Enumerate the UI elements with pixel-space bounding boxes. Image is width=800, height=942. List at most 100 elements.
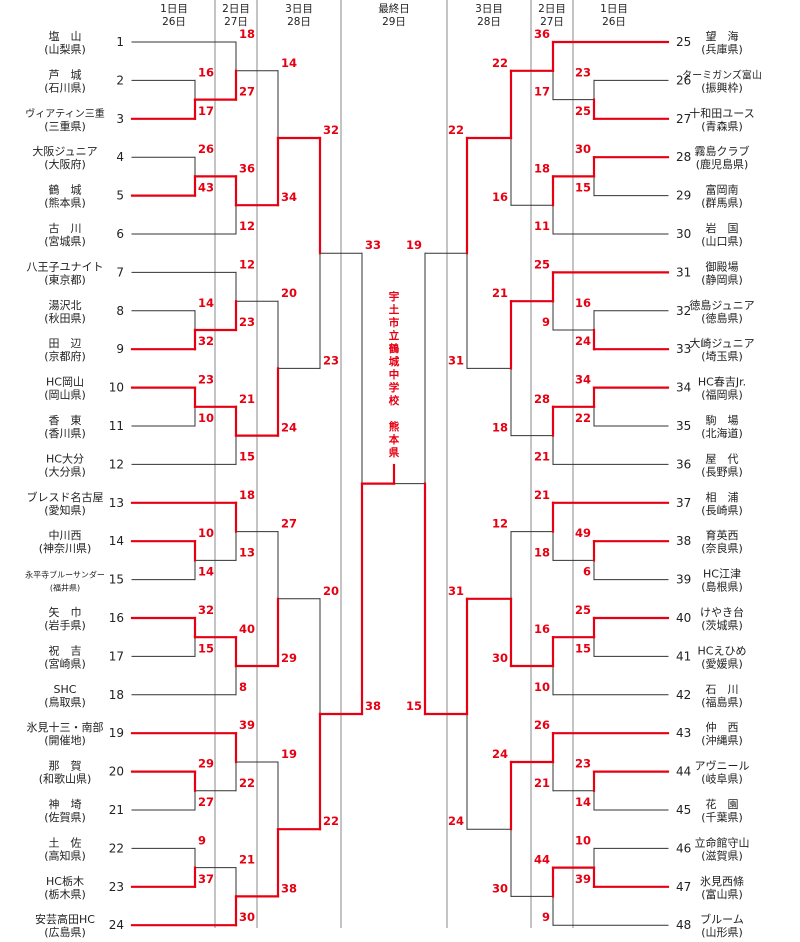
- scores: 1617182726433612143212232310211510141813…: [198, 27, 591, 924]
- team-number: 35: [676, 419, 691, 433]
- team-prefecture: (埼玉県): [701, 349, 743, 363]
- team-number: 20: [109, 765, 124, 779]
- column-header-line1: 1日目: [600, 3, 628, 15]
- team-prefecture: (長野県): [701, 465, 743, 478]
- match-score: 23: [198, 373, 214, 387]
- match-score: 21: [239, 853, 255, 867]
- team-name: HC江津: [703, 568, 741, 581]
- team-entry: SHC(鳥取県)18: [44, 683, 124, 709]
- team-prefecture: (京都府): [44, 349, 86, 363]
- team-prefecture: (滋賀県): [701, 849, 743, 862]
- match-score: 12: [239, 257, 255, 271]
- team-prefecture: (熊本県): [44, 196, 86, 210]
- team-prefecture: (栃木県): [44, 887, 86, 901]
- team-prefecture: (福岡県): [701, 388, 743, 402]
- team-entry: ブルーム(山形県)48: [676, 912, 744, 939]
- team-prefecture: (群馬県): [701, 196, 743, 210]
- team-number: 6: [116, 227, 124, 241]
- match-score: 10: [534, 680, 550, 694]
- team-number: 40: [676, 611, 691, 625]
- column-header-line2: 26日: [162, 16, 186, 28]
- match-score: 12: [239, 219, 255, 233]
- team-entry: 矢 巾(岩手県)16: [44, 605, 124, 632]
- match-score: 15: [575, 181, 591, 195]
- champion-char: 学: [389, 381, 400, 394]
- match-score: 10: [198, 526, 214, 540]
- team-number: 12: [109, 457, 124, 471]
- match-score: 28: [534, 392, 550, 406]
- match-score: 32: [198, 334, 214, 348]
- match-score: 24: [448, 814, 464, 828]
- team-prefecture: (島根県): [701, 580, 743, 594]
- team-name: 矢 巾: [49, 605, 82, 619]
- team-number: 15: [109, 573, 124, 587]
- team-entry: 祝 吉(宮崎県)17: [44, 643, 124, 670]
- team-number: 46: [676, 841, 691, 855]
- match-score: 18: [534, 161, 550, 175]
- match-score: 24: [281, 421, 297, 435]
- match-score: 17: [534, 85, 550, 99]
- team-prefecture: (和歌山県): [39, 772, 92, 786]
- team-prefecture: (富山県): [701, 887, 743, 901]
- team-entry: HC栃木(栃木県)23: [44, 874, 124, 901]
- column-header-line2: 28日: [477, 16, 501, 28]
- team-entry: ブレスド名古屋(愛知県)13: [27, 490, 125, 517]
- team-entry: HC大分(大分県)12: [44, 451, 124, 478]
- team-name: 石 川: [706, 683, 739, 696]
- team-number: 17: [109, 649, 124, 663]
- column-header-line1: 2日目: [222, 3, 250, 15]
- team-entry: 八王子ユナイト(東京都)7: [27, 260, 125, 286]
- team-number: 21: [109, 803, 124, 817]
- match-score: 18: [239, 27, 255, 41]
- match-score: 31: [448, 353, 464, 367]
- team-number: 28: [676, 150, 691, 164]
- team-number: 37: [676, 496, 691, 510]
- team-prefecture: (奈良県): [701, 541, 743, 555]
- team-prefecture: (佐賀県): [44, 810, 86, 824]
- team-name: 岩 国: [706, 221, 739, 235]
- team-number: 48: [676, 918, 691, 932]
- match-score: 23: [239, 315, 255, 329]
- champion-char: 城: [389, 355, 400, 368]
- match-score: 16: [534, 622, 550, 636]
- team-number: 30: [676, 227, 691, 241]
- team-name: 望 海: [706, 29, 739, 43]
- team-prefecture: (振興枠): [701, 80, 743, 94]
- team-prefecture: (宮崎県): [44, 656, 86, 670]
- team-entry: 田 辺(京都府)9: [44, 337, 124, 363]
- team-name: 中川西: [49, 529, 82, 542]
- team-entry: 中川西(神奈川県)14: [39, 529, 124, 555]
- champion-char: 立: [389, 329, 400, 342]
- match-score: 43: [198, 181, 214, 195]
- team-prefecture: (静岡県): [701, 272, 743, 286]
- match-score: 29: [281, 651, 297, 665]
- match-score: 38: [281, 881, 297, 895]
- team-number: 5: [116, 189, 124, 203]
- team-entry: 氷見西條(富山県)47: [676, 874, 744, 901]
- team-name: HC大分: [46, 451, 84, 465]
- team-entry: 育英西(奈良県)38: [676, 528, 743, 555]
- column-header-line2: 27日: [540, 16, 564, 28]
- team-name: 安芸高田HC: [35, 912, 95, 926]
- team-prefecture: (香川県): [44, 427, 86, 440]
- column-headers: 1日目26日2日目27日3日目28日最終日29日3日目28日2日目27日1日目2…: [160, 2, 628, 28]
- team-prefecture: (千葉県): [701, 810, 743, 824]
- column-header-line1: 2日目: [538, 3, 566, 15]
- team-name: HC春吉Jr.: [698, 376, 746, 389]
- match-score: 22: [575, 411, 591, 425]
- match-score: 30: [492, 651, 508, 665]
- match-score: 34: [575, 373, 591, 387]
- match-score: 20: [323, 584, 339, 598]
- champion-char: 鶴: [389, 342, 400, 355]
- column-header-line1: 1日目: [160, 3, 188, 15]
- bracket-lines: [131, 41, 669, 926]
- team-prefecture: (兵庫県): [701, 42, 743, 56]
- team-name: ブレスド名古屋: [27, 490, 104, 504]
- team-number: 18: [109, 688, 124, 702]
- team-entry: 土 佐(高知県)22: [44, 835, 124, 862]
- match-score: 32: [323, 123, 339, 137]
- team-prefecture: (三重県): [44, 119, 86, 133]
- team-entry: 那 賀(和歌山県)20: [39, 760, 124, 786]
- team-number: 4: [116, 150, 124, 164]
